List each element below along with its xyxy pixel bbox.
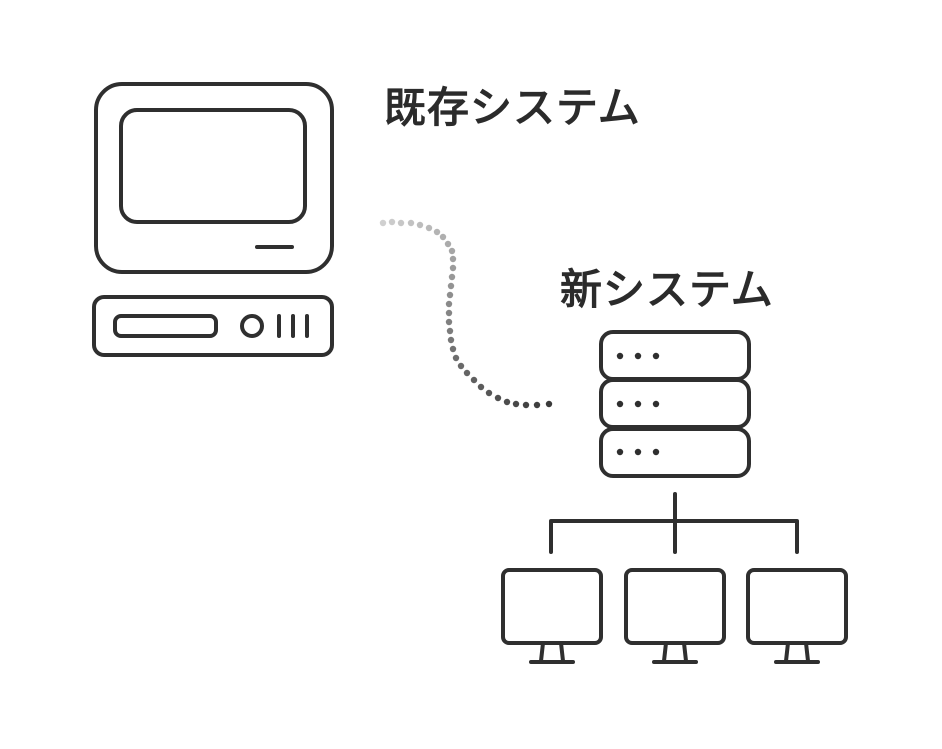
legacy-monitor-screen [119, 108, 307, 224]
connector-dot [448, 273, 456, 281]
connector-dot [494, 394, 502, 402]
connector-dot [463, 369, 471, 377]
network-branch-line [549, 519, 799, 554]
connector-dot [416, 221, 424, 229]
connector-dot [449, 345, 457, 353]
network-tree-lines [549, 492, 799, 554]
connector-dot [447, 282, 455, 290]
monitor-stand [682, 641, 688, 663]
legacy-power-button [240, 314, 264, 338]
server-dot [634, 448, 642, 456]
server-dot [634, 352, 642, 360]
legacy-monitor-body [94, 82, 334, 274]
connector-dot [379, 219, 387, 227]
client-monitors [501, 568, 848, 664]
connector-dot [457, 362, 465, 370]
connector-dot [503, 398, 511, 406]
connector-dot [397, 219, 405, 227]
connector-dot [425, 224, 433, 232]
connector-dot [447, 336, 455, 344]
server-dot [652, 448, 660, 456]
legacy-system-label: 既存システム [384, 83, 641, 132]
legacy-cpu-unit [92, 295, 334, 357]
monitor-stand [662, 641, 668, 663]
server-unit [599, 427, 751, 478]
server-dot [652, 352, 660, 360]
connector-dot [433, 228, 441, 236]
connector-dot [512, 400, 520, 408]
migration-connector [379, 218, 553, 409]
client-monitor-icon [746, 568, 848, 664]
monitor-stand [784, 641, 790, 663]
connector-dot [449, 255, 457, 263]
server-unit [599, 378, 751, 429]
connector-dot [446, 327, 454, 335]
server-dot [652, 400, 660, 408]
connector-dot [477, 383, 485, 391]
connector-dot [407, 219, 415, 227]
new-system-label: 新システム [560, 265, 774, 314]
client-monitor-icon [501, 568, 603, 664]
monitor-stand [804, 641, 810, 663]
client-monitor-icon [624, 568, 726, 664]
legacy-disk-slot [113, 314, 218, 338]
connector-dot [388, 218, 396, 226]
connector-dot [445, 300, 453, 308]
server-dot [616, 448, 624, 456]
server-dot [634, 400, 642, 408]
connector-dot [446, 291, 454, 299]
monitor-screen [746, 568, 848, 645]
monitor-stand [539, 641, 545, 663]
connector-dot [449, 264, 457, 272]
connector-dot [452, 354, 460, 362]
server-indicator-dots [616, 352, 660, 456]
connector-dot [445, 318, 453, 326]
server-dot [616, 400, 624, 408]
server-unit [599, 330, 751, 381]
connector-dot [533, 401, 541, 409]
monitor-screen [624, 568, 726, 645]
connector-dot [448, 247, 456, 255]
connector-dot [522, 401, 530, 409]
monitor-stand [559, 641, 565, 663]
connector-dot [485, 389, 493, 397]
connector-dot [545, 400, 553, 408]
connector-dot [445, 309, 453, 317]
server-dot [616, 352, 624, 360]
connector-dot [444, 240, 452, 248]
connector-dot [470, 376, 478, 384]
monitor-screen [501, 568, 603, 645]
server-stack-icon [599, 330, 751, 478]
connector-dot [439, 233, 447, 241]
legacy-computer-icon [92, 82, 334, 357]
